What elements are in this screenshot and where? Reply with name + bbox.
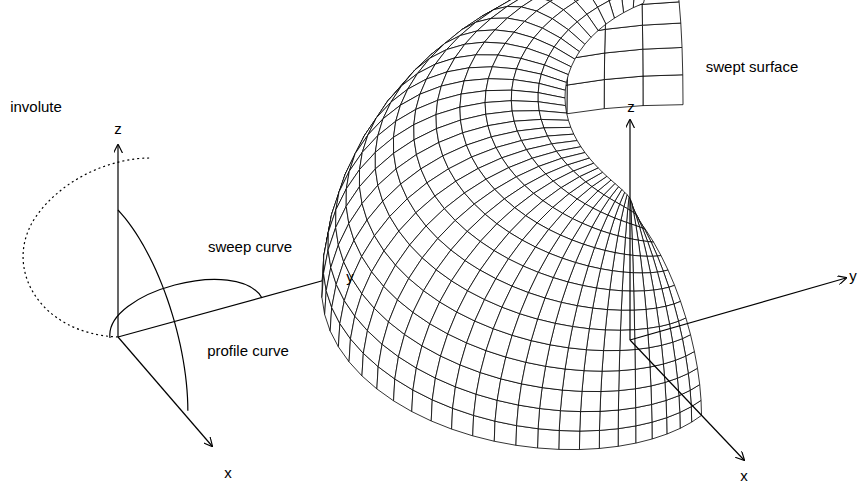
y-axis (630, 278, 846, 340)
mesh-cell (642, 2, 681, 25)
mesh-cell (560, 390, 582, 412)
mesh-cell (618, 408, 636, 429)
mesh-cell (635, 367, 651, 389)
mesh-cell (604, 330, 621, 351)
mesh-cell (605, 25, 643, 53)
x-axis (630, 340, 744, 460)
mesh-cell (618, 389, 635, 410)
mesh-cell (619, 369, 636, 390)
mesh-cell (634, 309, 647, 329)
mesh-cell (604, 76, 643, 109)
mesh-cell (539, 111, 568, 121)
mesh-cell (643, 75, 683, 106)
profile-curve (118, 210, 188, 411)
x-axis (118, 337, 212, 446)
mesh-cell (599, 410, 618, 430)
curve-label: involute (10, 99, 62, 114)
construction-sketch (23, 145, 336, 446)
mesh-cell (635, 386, 651, 408)
surface-label: swept surface (706, 59, 799, 74)
axis-label: y (346, 269, 354, 284)
mesh-cell (538, 429, 560, 450)
mesh-cell (633, 255, 643, 273)
mesh-cell (511, 90, 538, 102)
mesh-cell (633, 273, 644, 291)
mesh-cell (562, 369, 584, 391)
mesh-cell (648, 327, 662, 348)
mesh-cell (541, 119, 571, 127)
mesh-cell (604, 49, 643, 79)
mesh-cell (619, 350, 635, 371)
mesh-cell (538, 409, 560, 431)
mesh-cell (522, 362, 546, 387)
mesh-cell (636, 404, 652, 425)
axis-label: z (627, 99, 635, 114)
mesh-cell (518, 384, 542, 409)
mesh-cell (622, 272, 634, 291)
mesh-cell (559, 411, 580, 431)
mesh-cell (662, 342, 676, 364)
axis-label: x (224, 465, 232, 480)
mesh-cell (618, 426, 636, 446)
mesh-cell (584, 350, 604, 371)
mesh-cell (605, 310, 621, 331)
mesh-cell (488, 67, 516, 80)
mesh-cell (540, 388, 563, 411)
mesh-cell (511, 101, 539, 111)
mesh-cell (649, 345, 664, 367)
z-axis (629, 120, 630, 340)
involute-curve (23, 158, 150, 337)
mesh-cell (642, 0, 680, 4)
curve-label: profile curve (207, 343, 289, 358)
mesh-cell (621, 291, 634, 310)
mesh-cell (643, 47, 683, 76)
mesh-cell (642, 23, 682, 49)
mesh-cell (620, 330, 635, 351)
mesh-cell (600, 391, 619, 412)
mesh-cell (602, 351, 620, 372)
mesh-cell (516, 426, 538, 448)
mesh-cell (601, 371, 619, 392)
curve-label: sweep curve (208, 239, 292, 254)
mesh-cell (567, 80, 604, 114)
axes (630, 120, 846, 460)
mesh-cell (542, 366, 565, 390)
mesh-cell (581, 391, 601, 411)
mesh-cell (486, 79, 513, 91)
sweep-curve (110, 279, 262, 338)
mesh-cell (620, 310, 634, 330)
mesh-cell (582, 371, 602, 392)
mesh-cell (599, 429, 618, 449)
y-axis (118, 277, 336, 337)
swept-surface (322, 0, 702, 450)
mesh-cell (520, 293, 545, 319)
z-axis (117, 145, 118, 337)
mesh-cell (646, 308, 659, 328)
mesh-cell (634, 291, 646, 310)
mesh-cell (633, 0, 648, 8)
mesh-cell (579, 430, 599, 449)
axis-label: y (849, 268, 857, 283)
mesh-cell (623, 254, 633, 273)
axis-label: z (114, 121, 122, 136)
mesh-cell (632, 224, 639, 240)
mesh-cell (580, 411, 600, 431)
axis-label: x (740, 468, 748, 483)
mesh-cell (559, 431, 580, 450)
mesh-cell (632, 239, 640, 256)
mesh-cell (517, 405, 540, 429)
